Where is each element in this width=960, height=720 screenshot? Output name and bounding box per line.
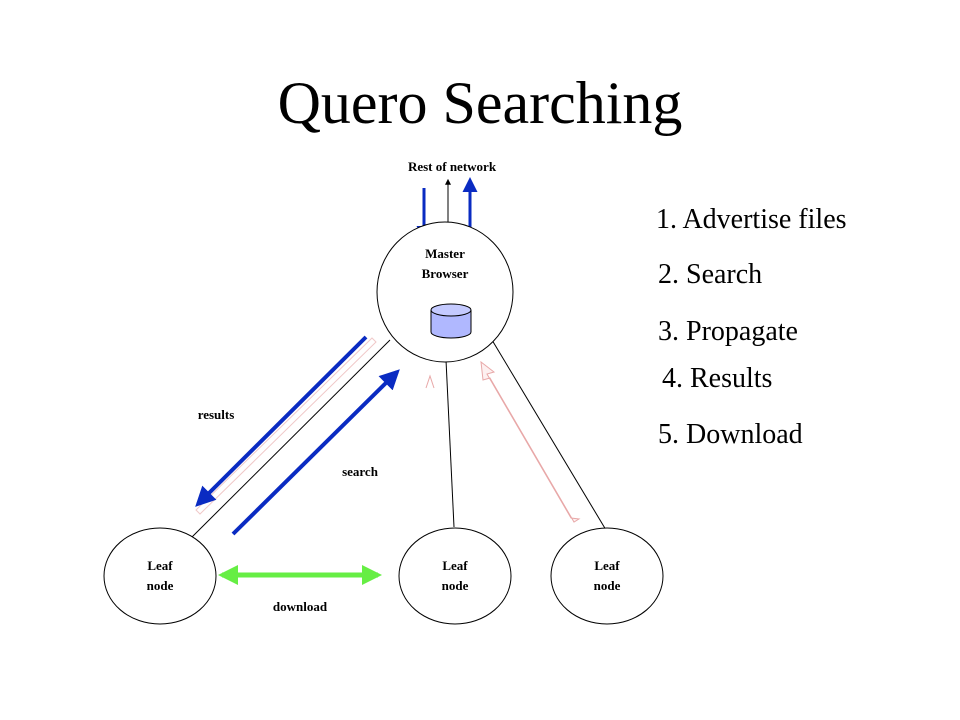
leaf-right-label-line2: node [594,578,621,593]
leaf-node-left [103,527,217,625]
step-results: 4. Results [662,363,773,394]
leaf-node-middle [398,527,512,625]
link-master-leaf-left [191,339,391,538]
results-label: results [198,407,235,422]
search-arrow [231,369,400,536]
leaf-left-label-line2: node [147,578,174,593]
download-label: download [273,599,328,614]
step-download: 5. Download [658,419,803,450]
link-master-leaf-middle [445,359,455,528]
link-master-leaf-right [491,339,607,531]
leaf-middle-label-line1: Leaf [442,558,468,573]
results-faint-trail [195,337,377,515]
master-label-line2: Browser [422,266,469,281]
propagate-arrow-left [425,374,435,389]
step-propagate: 3. Propagate [658,316,798,347]
propagate-arrow-right [480,360,581,523]
step-advertise: 1. Advertise files [656,204,847,235]
slide-title: Quero Searching [277,70,683,136]
step-search: 2. Search [658,259,763,290]
leaf-node-right [550,527,664,625]
leaf-middle-label-line2: node [442,578,469,593]
master-browser-node [376,221,514,363]
results-arrow [195,335,368,507]
search-label: search [342,464,379,479]
leaf-left-label-line1: Leaf [147,558,173,573]
leaf-right-label-line1: Leaf [594,558,620,573]
network-label: Rest of network [408,159,497,174]
database-icon [430,303,472,339]
master-label-line1: Master [425,246,465,261]
